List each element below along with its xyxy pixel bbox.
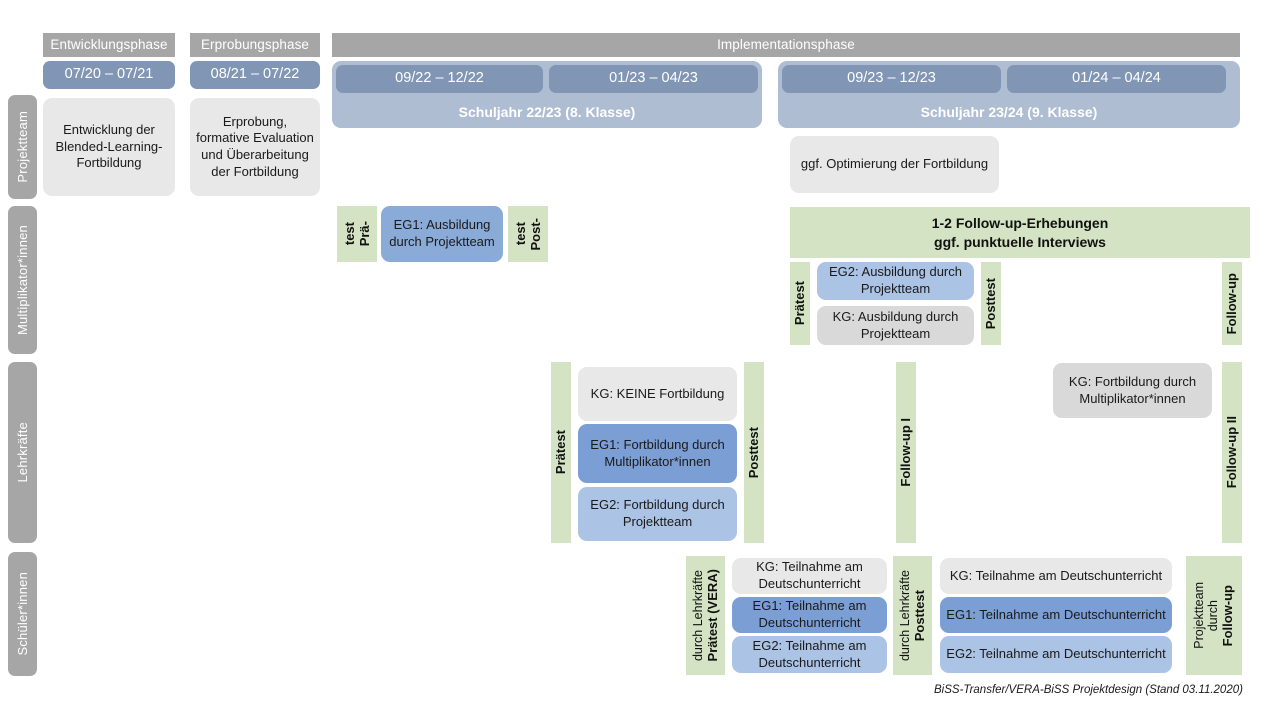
praetest-vera-line1: Prätest (VERA) (704, 569, 720, 662)
praetest-label: Prätest (792, 281, 808, 326)
praetest-line1: Prä- (356, 221, 372, 247)
posttest-strip-schueler: Posttest durch Lehrkräfte (893, 556, 932, 675)
banner-line2: ggf. punktuelle Interviews (934, 233, 1106, 250)
card-text: KG: Teilnahme am Deutschunterricht (949, 567, 1163, 583)
praetest-strip-lehrkraefte: Prätest (551, 362, 571, 543)
card-text: EG2: Teilnahme am Deutschunterricht (946, 646, 1166, 662)
card-erprobung-evaluation: Erprobung, formative Evaluation und Über… (190, 98, 320, 196)
phase-header-erprobungsphase: Erprobungsphase (190, 33, 320, 57)
banner-followup-erhebungen: 1-2 Follow-up-Erhebungen ggf. punktuelle… (790, 207, 1250, 258)
card-kg-keine-fortbildung: KG: KEINE Fortbildung (578, 367, 737, 421)
row-label-text: Schüler*innen (15, 572, 30, 656)
banner-line1: 1-2 Follow-up-Erhebungen (931, 215, 1109, 232)
posttest-label: Posttest (983, 277, 999, 330)
row-label-lehrkraefte: Lehrkräfte (8, 362, 37, 543)
period-label: 09/23 – 12/23 (847, 70, 936, 87)
card-text: EG2: Teilnahme am Deutschunterricht (752, 637, 867, 670)
posttest-strip-lehrkraefte: Posttest (744, 362, 764, 543)
period-pill-0124-0424: 01/24 – 04/24 (1007, 65, 1226, 93)
card-kg-teilnahme-deutschunterricht-left: KG: Teilnahme am Deutschunterricht (732, 558, 887, 594)
period-pill-0923-1223: 09/23 – 12/23 (782, 65, 1001, 93)
phase-header-entwicklungsphase: Entwicklungsphase (43, 33, 175, 57)
card-text: KG: KEINE Fortbildung (590, 385, 725, 401)
praetest-strip-multiplikatoren-left: Prä- test (337, 206, 377, 262)
praetest-line2: test (341, 222, 357, 246)
phase-header-implementationsphase: Implementationsphase (332, 33, 1240, 57)
card-text: KG: Fortbildung durch Multiplikator*inne… (1068, 373, 1197, 406)
period-pill-0720-0721: 07/20 – 07/21 (43, 61, 175, 89)
card-text: Entwicklung der Blended-Learning-Fortbil… (55, 122, 163, 171)
praetest-strip-multiplikatoren-right: Prätest (790, 262, 810, 345)
card-text: EG2: Fortbildung durch Projektteam (590, 497, 725, 529)
card-text: Erprobung, formative Evaluation und Über… (196, 113, 314, 179)
period-pill-0821-0722: 08/21 – 07/22 (190, 61, 320, 89)
card-text: EG2: Ausbildung durch Projektteam (829, 264, 962, 296)
posttest-strip-multiplikatoren-right: Posttest (981, 262, 1001, 345)
followup-label: Follow-up I (898, 418, 914, 487)
school-year-label: Schuljahr 23/24 (9. Klasse) (920, 103, 1098, 120)
card-optimierung-fortbildung: ggf. Optimierung der Fortbildung (790, 136, 999, 193)
card-eg1-fortbildung-multiplikatoren: EG1: Fortbildung durch Multiplikator*inn… (578, 424, 737, 483)
row-label-schuelerinnen: Schüler*innen (8, 552, 37, 676)
card-text: EG1: Teilnahme am Deutschunterricht (752, 598, 867, 630)
followup2-strip-lehrkraefte: Follow-up II (1222, 362, 1242, 543)
posttest-line2: test (512, 222, 528, 246)
row-label-text: Projektteam (15, 111, 30, 183)
period-pill-0922-1222: 09/22 – 12/22 (336, 65, 543, 93)
followup-line1: Follow-up (1220, 584, 1236, 647)
posttest-line2: durch Lehrkräfte (897, 569, 912, 662)
card-eg2-teilnahme-deutschunterricht-right: EG2: Teilnahme am Deutschunterricht (940, 636, 1172, 673)
followup-label: Follow-up II (1224, 416, 1240, 489)
praetest-vera-line2: durch Lehrkräfte (690, 569, 705, 662)
period-label: 01/23 – 04/23 (609, 70, 698, 87)
card-text: EG1: Fortbildung durch Multiplikator*inn… (590, 436, 725, 469)
card-entwicklung-fortbildung: Entwicklung der Blended-Learning-Fortbil… (43, 98, 175, 196)
phase-label: Erprobungsphase (200, 36, 310, 52)
card-eg1-teilnahme-deutschunterricht-left: EG1: Teilnahme am Deutschunterricht (732, 597, 887, 633)
card-text: ggf. Optimierung der Fortbildung (800, 156, 989, 172)
card-text: EG1: Teilnahme am Deutschunterricht (946, 606, 1166, 622)
period-pill-0123-0423: 01/23 – 04/23 (549, 65, 758, 93)
posttest-label: Posttest (746, 426, 762, 479)
card-text: KG: Teilnahme am Deutschunterricht (756, 559, 863, 591)
followup-strip-schueler: Follow-up durch Projektteam (1186, 556, 1242, 675)
card-kg-teilnahme-deutschunterricht-right: KG: Teilnahme am Deutschunterricht (940, 558, 1172, 594)
card-kg-fortbildung-multiplikatoren: KG: Fortbildung durch Multiplikator*inne… (1053, 363, 1212, 418)
school-year-2324-container: 09/23 – 12/23 01/24 – 04/24 Schuljahr 23… (778, 61, 1240, 128)
row-label-multiplikatorinnen: Multiplikator*innen (8, 206, 37, 354)
posttest-line1: Post- (527, 217, 543, 251)
school-year-label: Schuljahr 22/23 (8. Klasse) (458, 103, 636, 120)
praetest-label: Prätest (553, 430, 569, 475)
followup-line3: Projektteam (1192, 582, 1207, 649)
card-eg2-teilnahme-deutschunterricht-left: EG2: Teilnahme am Deutschunterricht (732, 636, 887, 673)
period-label: 07/20 – 07/21 (64, 66, 154, 83)
period-label: 08/21 – 07/22 (210, 66, 300, 83)
card-eg2-ausbildung-projektteam: EG2: Ausbildung durch Projektteam (817, 262, 974, 300)
card-kg-ausbildung-projektteam: KG: Ausbildung durch Projektteam (817, 306, 974, 345)
followup-line2: durch (1206, 599, 1221, 632)
card-eg2-fortbildung-projektteam: EG2: Fortbildung durch Projektteam (578, 487, 737, 541)
phase-label: Entwicklungsphase (50, 36, 168, 52)
praetest-vera-strip-schueler: Prätest (VERA) durch Lehrkräfte (686, 556, 725, 675)
card-eg1-teilnahme-deutschunterricht-right: EG1: Teilnahme am Deutschunterricht (940, 597, 1172, 633)
period-label: 09/22 – 12/22 (395, 70, 484, 87)
row-label-projektteam: Projektteam (8, 95, 37, 199)
posttest-line1: Posttest (911, 589, 927, 642)
posttest-strip-multiplikatoren-left: Post- test (508, 206, 548, 262)
followup1-strip-lehrkraefte: Follow-up I (896, 362, 916, 543)
row-label-text: Multiplikator*innen (15, 224, 30, 336)
school-year-2223-container: 09/22 – 12/22 01/23 – 04/23 Schuljahr 22… (332, 61, 762, 128)
card-eg1-ausbildung-projektteam: EG1: Ausbildung durch Projektteam (381, 206, 503, 262)
card-text: EG1: Ausbildung durch Projektteam (389, 217, 495, 249)
phase-label: Implementationsphase (717, 36, 855, 52)
row-label-text: Lehrkräfte (15, 422, 30, 483)
card-text: KG: Ausbildung durch Projektteam (832, 308, 959, 341)
followup-label: Follow-up (1224, 272, 1240, 335)
followup-strip-multiplikatoren: Follow-up (1222, 262, 1242, 345)
period-label: 01/24 – 04/24 (1072, 70, 1161, 87)
footnote-source: BiSS-Transfer/VERA-BiSS Projektdesign (S… (934, 684, 1243, 696)
